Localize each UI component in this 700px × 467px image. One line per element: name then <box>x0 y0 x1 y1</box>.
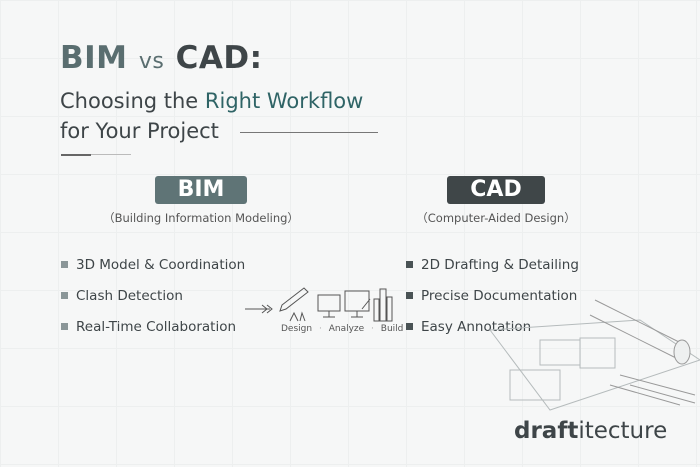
cad-list: 2D Drafting & Detailing Precise Document… <box>406 249 579 342</box>
analysis-monitor-icon <box>344 290 371 318</box>
monitor-icon <box>317 294 341 318</box>
divider <box>240 132 378 133</box>
title-underline <box>61 154 91 156</box>
pencil-icon <box>279 287 309 322</box>
bullet-icon <box>406 323 413 330</box>
bim-badge: BIM <box>155 176 247 204</box>
subtitle-line-1: Choosing the Right Workflow <box>60 89 364 113</box>
bim-subtitle: （Building Information Modeling） <box>103 211 299 225</box>
workflow-icons <box>245 287 393 322</box>
logo: draftitecture <box>514 418 668 444</box>
subtitle-line-2: for Your Project <box>60 119 219 143</box>
bullet-icon <box>61 292 68 299</box>
list-item: Easy Annotation <box>406 311 579 342</box>
cad-subtitle: （Computer-Aided Design） <box>416 211 576 225</box>
cad-badge: CAD <box>447 176 545 204</box>
blueprint-roll-icon <box>589 299 691 365</box>
bullet-icon <box>61 323 68 330</box>
building-icon <box>373 288 393 322</box>
blueprint-illustration <box>489 299 700 411</box>
list-item: 2D Drafting & Detailing <box>406 249 579 280</box>
bullet-icon <box>406 261 413 268</box>
bullet-icon <box>406 292 413 299</box>
title-underline-light <box>91 154 131 155</box>
list-item: Real-Time Collaboration <box>61 311 245 342</box>
arrow-icon <box>245 304 273 314</box>
main-title: BIM vs CAD: <box>60 40 263 76</box>
list-item: Precise Documentation <box>406 280 579 311</box>
bullet-icon <box>61 261 68 268</box>
pencil-icon <box>609 374 696 406</box>
workflow-labels: Design · Analyze · Build <box>281 324 404 334</box>
list-item: 3D Model & Coordination <box>61 249 245 280</box>
bim-list: 3D Model & Coordination Clash Detection … <box>61 249 245 342</box>
list-item: Clash Detection <box>61 280 245 311</box>
